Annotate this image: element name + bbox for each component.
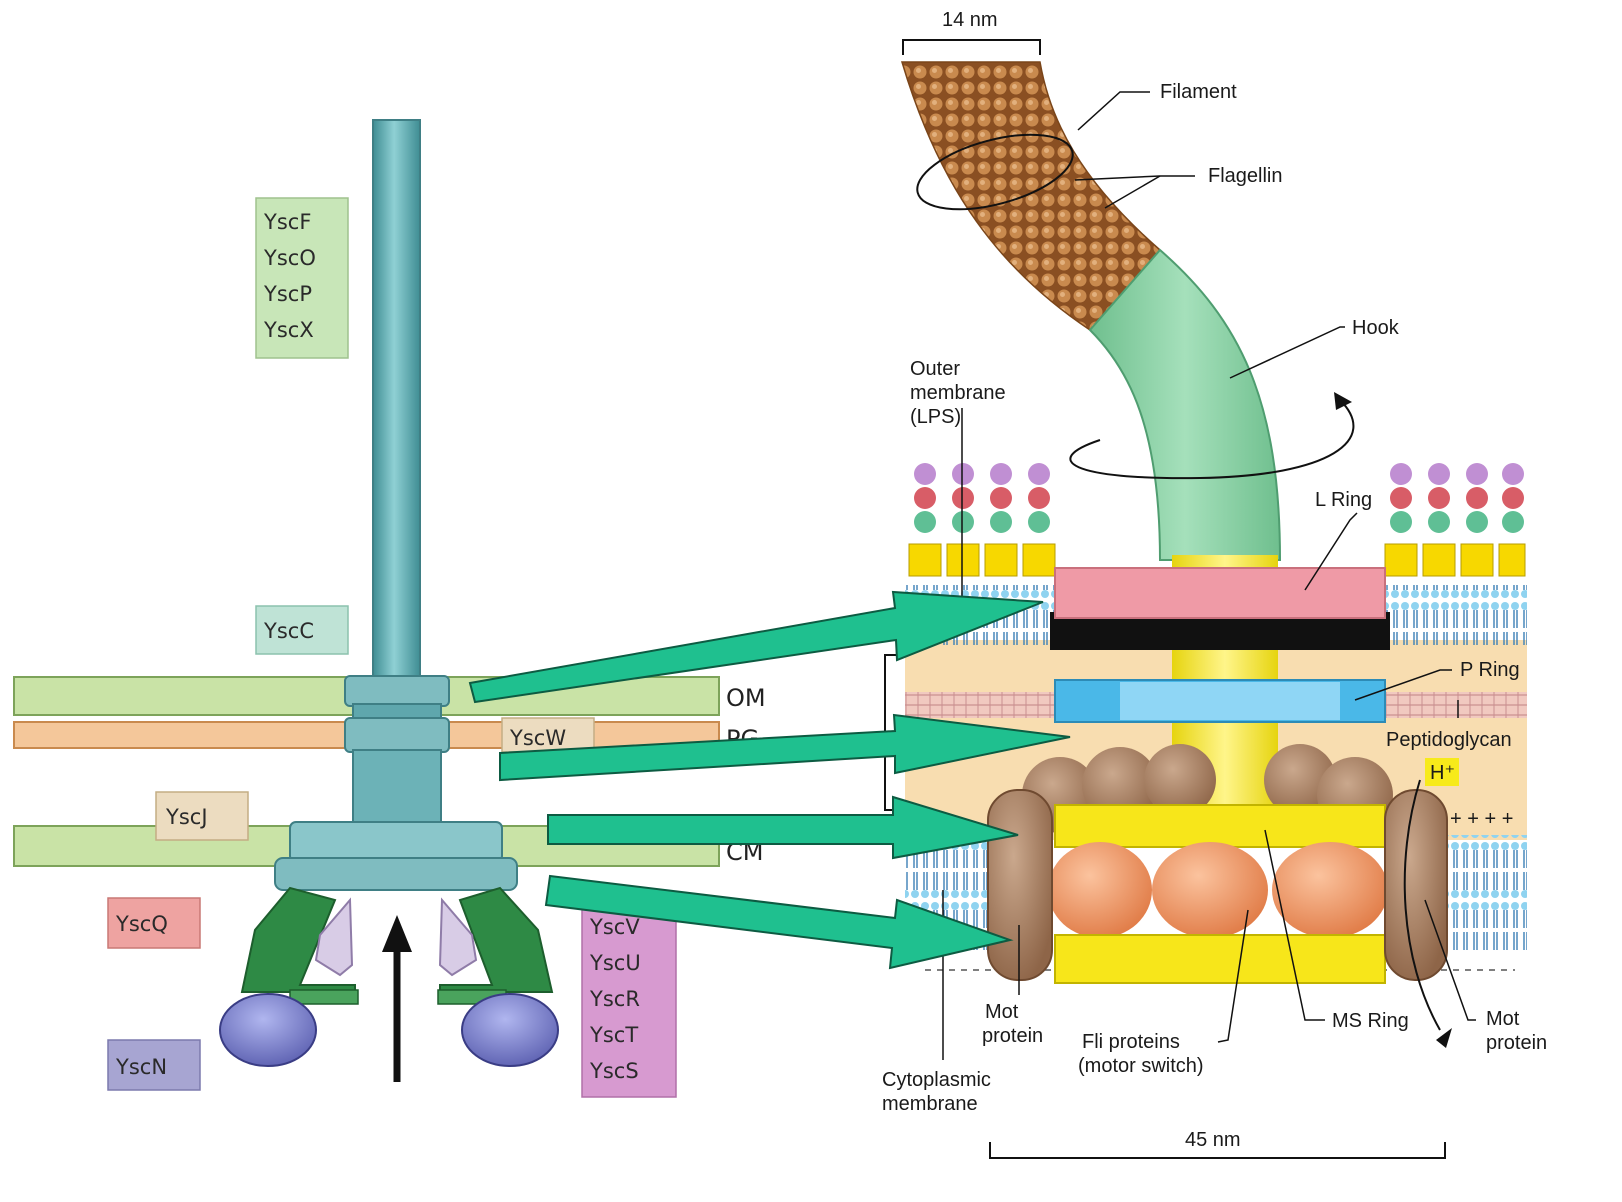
- fli-proteins: [1048, 842, 1388, 938]
- peptidoglycan-left: [905, 692, 1055, 718]
- inner-ring-label: YscJ: [165, 805, 208, 829]
- secretin-ring-mid: [345, 718, 449, 752]
- mot-left-label-2: protein: [982, 1025, 1043, 1047]
- atpase-right: [462, 994, 558, 1066]
- ms-ring-bottom: [1055, 935, 1385, 983]
- pilotin-label: YscW: [509, 726, 566, 750]
- flagellin-label: Flagellin: [1208, 165, 1282, 187]
- mot-right-label-1: Mot: [1486, 1008, 1520, 1030]
- outer-membrane-right: [1383, 585, 1527, 645]
- hook: [1090, 250, 1280, 560]
- ms-ring-label: MS Ring: [1332, 1010, 1409, 1032]
- export-protein-5: YscS: [589, 1059, 639, 1083]
- outer-membrane-label-3: (LPS): [910, 406, 961, 428]
- fli-label-1: Fli proteins: [1082, 1031, 1180, 1053]
- peptidoglycan-label: Peptidoglycan: [1386, 729, 1512, 751]
- proton-path-head: [1436, 1028, 1452, 1048]
- secretin-ring-top: [345, 676, 449, 706]
- mot-protein-left: [988, 790, 1052, 980]
- needle-protein-4: YscX: [263, 318, 314, 342]
- secretin-label: YscC: [263, 619, 314, 643]
- export-protein-1: YscV: [589, 915, 640, 939]
- proton-label: H⁺: [1430, 762, 1455, 784]
- lps-left: [909, 463, 1055, 576]
- needle: [373, 120, 420, 680]
- scale-top-label: 14 nm: [942, 9, 998, 31]
- p-ring-highlight: [1120, 682, 1340, 720]
- om-label: OM: [726, 684, 766, 712]
- injectisome-diagram: YscF YscO YscP YscX YscC YscW YscJ YscQ …: [14, 120, 766, 1097]
- inner-ring: [290, 822, 502, 862]
- needle-protein-3: YscP: [263, 282, 312, 306]
- rotation-arrow-head: [1334, 392, 1352, 410]
- cytoplasmic-label-2: membrane: [882, 1093, 978, 1115]
- needle-protein-2: YscO: [263, 246, 316, 270]
- cytoplasmic-label-1: Cytoplasmic: [882, 1069, 991, 1091]
- c-ring-label: YscQ: [115, 912, 168, 936]
- mot-protein-right: [1385, 790, 1447, 980]
- mot-right-label-2: protein: [1486, 1032, 1547, 1054]
- outer-membrane-label-1: Outer: [910, 358, 960, 380]
- l-ring-label: L Ring: [1315, 489, 1372, 511]
- secretion-arrow-head: [382, 915, 412, 952]
- outer-membrane-label-2: membrane: [910, 382, 1006, 404]
- l-ring: [1055, 568, 1385, 618]
- fli-label-2: (motor switch): [1078, 1055, 1204, 1077]
- mot-left-label-1: Mot: [985, 1001, 1019, 1023]
- filament: [902, 62, 1160, 330]
- peptidoglycan-right: [1383, 692, 1527, 718]
- filament-label: Filament: [1160, 81, 1237, 103]
- p-ring-label: P Ring: [1460, 659, 1520, 681]
- export-protein-2: YscU: [589, 951, 641, 975]
- lps-right: [1385, 463, 1525, 576]
- needle-protein-1: YscF: [263, 210, 311, 234]
- atpase-left: [220, 994, 316, 1066]
- inner-ring-base: [275, 858, 517, 890]
- export-protein-3: YscR: [589, 987, 640, 1011]
- scale-bar-top: [903, 40, 1040, 55]
- scale-bottom-label: 45 nm: [1185, 1129, 1241, 1151]
- plus-charges: + + + +: [1450, 808, 1513, 830]
- cytoplasmic-membrane-right: [1445, 835, 1527, 950]
- flagellum-diagram: + + + +: [882, 9, 1547, 1158]
- hook-label: Hook: [1352, 317, 1400, 339]
- atpase-stalk-left: [290, 990, 358, 1004]
- export-protein-4: YscT: [589, 1023, 638, 1047]
- atpase-label: YscN: [115, 1055, 167, 1079]
- ms-ring-top: [1055, 805, 1385, 847]
- basal-stalk: [353, 750, 441, 824]
